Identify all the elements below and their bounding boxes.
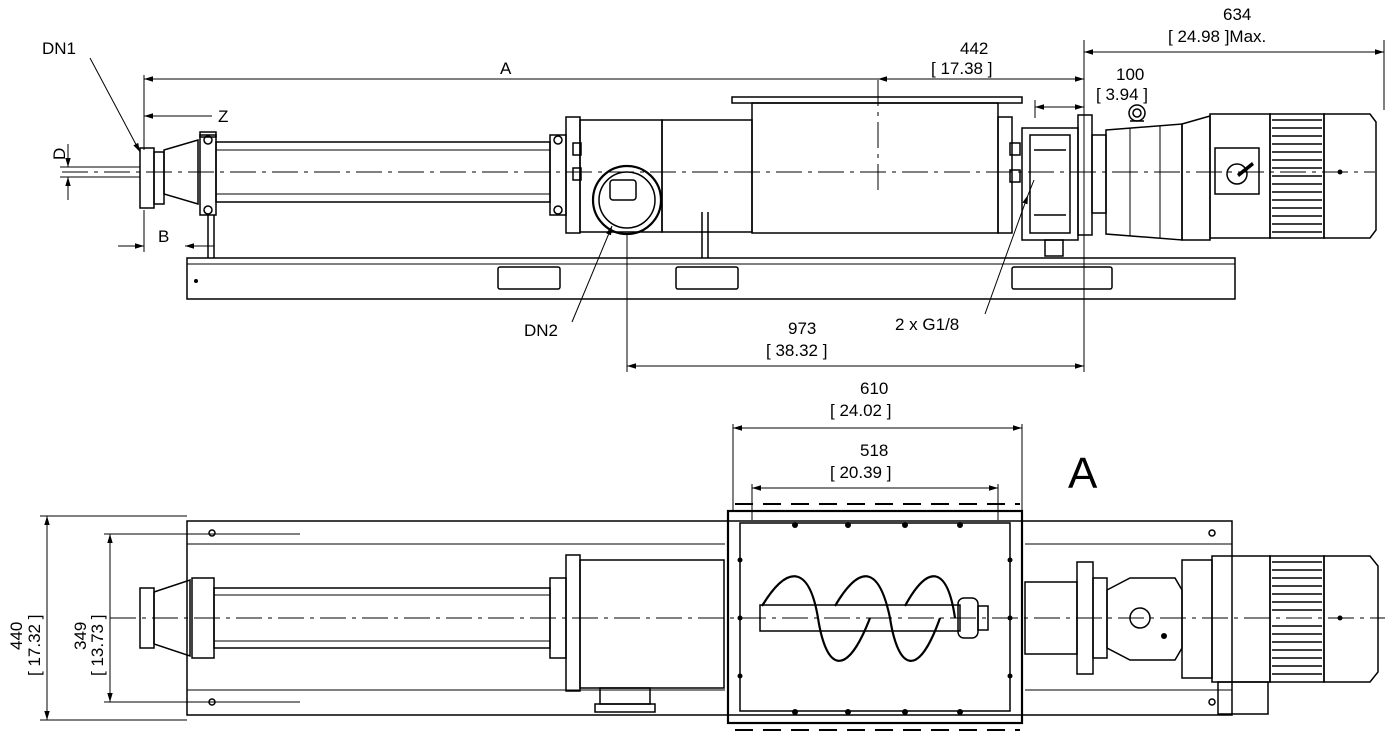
dim-973-mm: 973 bbox=[788, 319, 816, 338]
label-view-a: A bbox=[1068, 449, 1098, 498]
dim-349-mm: 349 bbox=[71, 622, 90, 650]
dimension-lines bbox=[40, 40, 1385, 721]
label-b: B bbox=[158, 227, 169, 246]
label-a: A bbox=[500, 59, 512, 78]
dim-634-mm: 634 bbox=[1223, 5, 1251, 24]
label-dn1: DN1 bbox=[42, 39, 76, 58]
label-g18: 2 x G1/8 bbox=[895, 315, 959, 334]
dim-100-mm: 100 bbox=[1116, 65, 1144, 84]
dim-518-mm: 518 bbox=[860, 441, 888, 460]
side-view bbox=[62, 80, 1377, 300]
auger-screw bbox=[759, 575, 989, 662]
dim-440-in: [ 17.32 ] bbox=[25, 615, 44, 676]
dim-440-mm: 440 bbox=[7, 622, 26, 650]
dim-100-in: [ 3.94 ] bbox=[1096, 85, 1148, 104]
top-view bbox=[110, 503, 1385, 731]
label-d: D bbox=[50, 148, 69, 160]
dim-442-in: [ 17.38 ] bbox=[931, 59, 992, 78]
dim-349-in: [ 13.73 ] bbox=[88, 615, 107, 676]
label-z: Z bbox=[218, 107, 228, 126]
dim-973-in: [ 38.32 ] bbox=[766, 341, 827, 360]
dim-442-mm: 442 bbox=[960, 39, 988, 58]
dim-518-in: [ 20.39 ] bbox=[830, 463, 891, 482]
dim-634-in: [ 24.98 ]Max. bbox=[1168, 27, 1266, 46]
motor-cooling-fins-side bbox=[1272, 119, 1322, 233]
motor-cooling-fins-top bbox=[1272, 561, 1322, 675]
dim-610-mm: 610 bbox=[860, 379, 888, 398]
dim-610-in: [ 24.02 ] bbox=[830, 401, 891, 420]
labels: DN1 A Z B D DN2 2 x G1/8 A 634 [ 24.98 ]… bbox=[7, 5, 1266, 676]
label-dn2: DN2 bbox=[524, 321, 558, 340]
